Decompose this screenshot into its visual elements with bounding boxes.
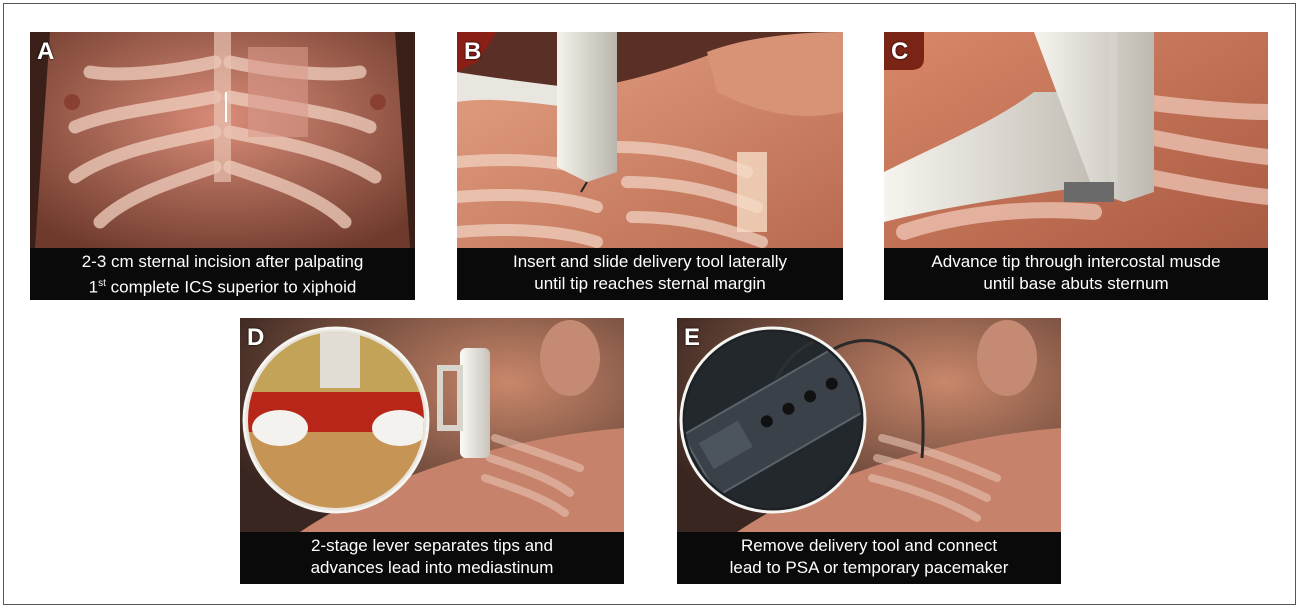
panel-d-illustration [240, 318, 624, 532]
panel-e-caption-line2: lead to PSA or temporary pacemaker [677, 557, 1061, 579]
panel-c-caption-line2: until base abuts sternum [884, 273, 1268, 295]
panel-e-letter: E [684, 325, 700, 351]
panel-d-caption-line1: 2-stage lever separates tips and [240, 535, 624, 557]
panel-a: A 2-3 cm sternal incision after palpatin… [30, 32, 415, 300]
panel-d-letter: D [247, 325, 264, 351]
panel-b-caption: Insert and slide delivery tool laterally… [457, 248, 843, 300]
panel-a-caption: 2-3 cm sternal incision after palpating … [30, 248, 415, 300]
panel-c: C Advance tip through intercostal musde … [884, 32, 1268, 300]
panel-c-caption-line1: Advance tip through intercostal musde [884, 251, 1268, 273]
panel-a-illustration [30, 32, 415, 248]
panel-a-caption-line2: 1st complete ICS superior to xiphoid [30, 273, 415, 299]
panel-d-caption-line2: advances lead into mediastinum [240, 557, 624, 579]
panel-b-caption-line2: until tip reaches sternal margin [457, 273, 843, 295]
panel-b-caption-line1: Insert and slide delivery tool laterally [457, 251, 843, 273]
panel-b-letter: B [464, 39, 481, 65]
panel-c-illustration [884, 32, 1268, 248]
panel-c-letter: C [891, 39, 908, 65]
panel-b-illustration [457, 32, 843, 248]
panel-d: D 2-stage lever separates tips and advan… [240, 318, 624, 584]
panel-e-caption: Remove delivery tool and connect lead to… [677, 532, 1061, 584]
panel-e-caption-line1: Remove delivery tool and connect [677, 535, 1061, 557]
panel-d-caption: 2-stage lever separates tips and advance… [240, 532, 624, 584]
panel-e-illustration [677, 318, 1061, 532]
panel-a-letter: A [37, 39, 54, 65]
panel-c-caption: Advance tip through intercostal musde un… [884, 248, 1268, 300]
panel-b: B Insert and slide delivery tool lateral… [457, 32, 843, 300]
panel-e: E Remove delivery tool and connect lead … [677, 318, 1061, 584]
panel-a-caption-line1: 2-3 cm sternal incision after palpating [30, 251, 415, 273]
